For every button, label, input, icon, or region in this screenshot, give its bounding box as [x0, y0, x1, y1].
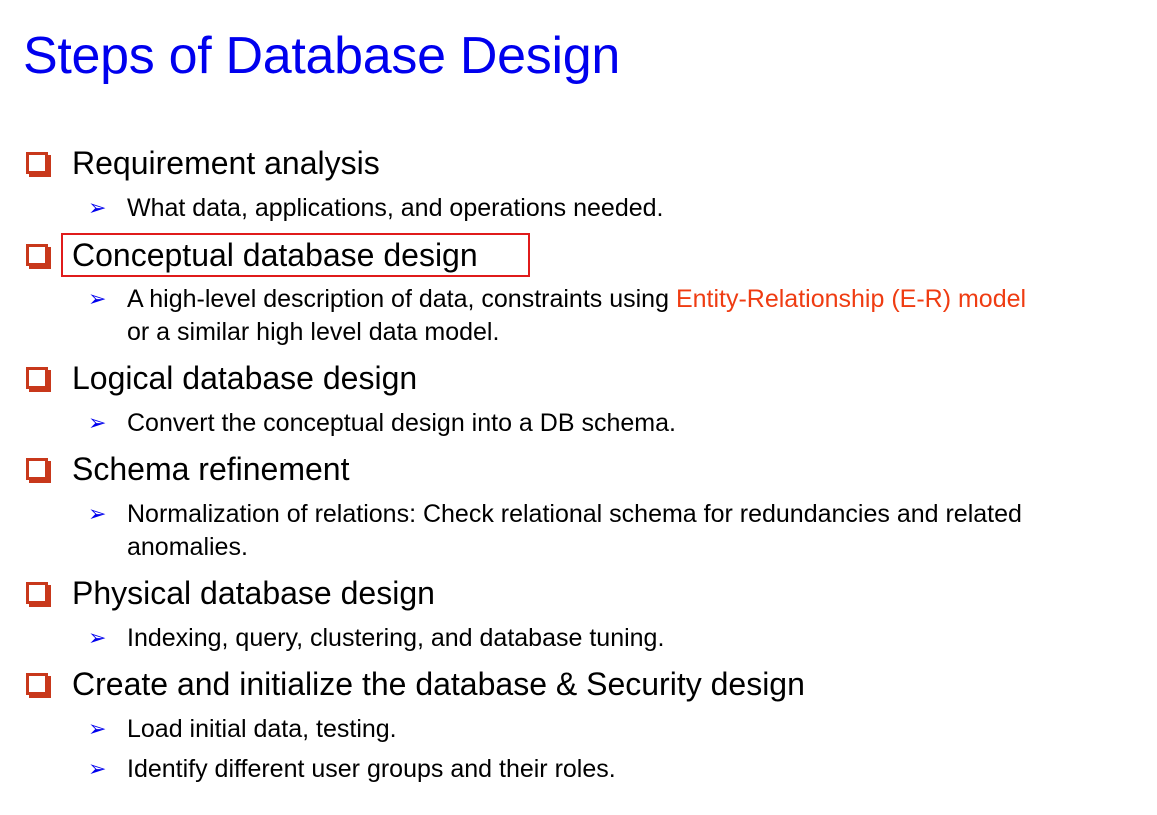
sub-item-text: or a similar high level data model. [127, 318, 500, 346]
arrowhead-bullet-icon: ➢ [88, 757, 107, 782]
square-bullet-icon [26, 152, 51, 177]
step-label: Physical database design [72, 575, 435, 611]
arrowhead-bullet-icon: ➢ [88, 626, 107, 651]
step-label: Conceptual database design [72, 237, 478, 273]
step-label: Logical database design [72, 360, 418, 396]
arrowhead-bullet-icon: ➢ [88, 502, 107, 527]
sub-item-text: What data, applications, and operations … [127, 194, 664, 222]
step-label: Schema refinement [72, 451, 350, 487]
sub-item-text: anomalies. [127, 533, 248, 561]
highlight-box [61, 233, 530, 277]
square-bullet-icon [26, 582, 51, 607]
square-bullet-icon [26, 458, 51, 483]
arrowhead-bullet-icon: ➢ [88, 196, 107, 221]
er-model-highlight: Entity-Relationship (E-R) model [675, 285, 1027, 313]
arrowhead-bullet-icon: ➢ [88, 411, 107, 436]
sub-item-text: Convert the conceptual design into a DB … [127, 409, 676, 437]
sub-item-text: Load initial data, testing. [127, 715, 397, 743]
sub-item-text-part: A high-level description of data, constr… [127, 285, 676, 313]
sub-item-text: A high-level description of data, constr… [127, 283, 1026, 316]
square-bullet-icon [26, 244, 51, 269]
sub-item-text: Identify different user groups and their… [127, 755, 616, 783]
arrowhead-bullet-icon: ➢ [88, 287, 107, 312]
slide-title: Steps of Database Design [23, 27, 620, 85]
arrowhead-bullet-icon: ➢ [88, 717, 107, 742]
square-bullet-icon [26, 673, 51, 698]
sub-item-text: Normalization of relations: Check relati… [127, 500, 1022, 528]
square-bullet-icon [26, 367, 51, 392]
step-label: Create and initialize the database & Sec… [72, 666, 805, 702]
step-label: Requirement analysis [72, 145, 380, 181]
sub-item-text: Indexing, query, clustering, and databas… [127, 624, 665, 652]
